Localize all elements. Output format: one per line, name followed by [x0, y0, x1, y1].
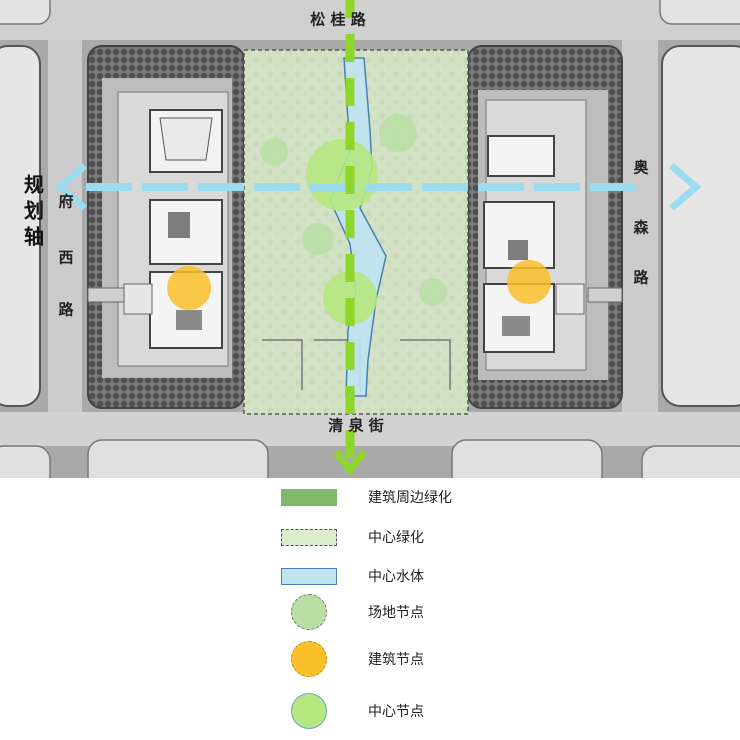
west-outer-block — [0, 45, 41, 407]
legend-label-building-greenery: 建筑周边绿化 — [368, 490, 452, 506]
legend-label-central-greenery: 中心绿化 — [368, 530, 424, 546]
north-road — [0, 0, 740, 40]
south-far-west-block — [0, 445, 51, 478]
legend-item-site-node: 场地节点 — [280, 594, 424, 630]
axis-label-2: 划 — [24, 199, 44, 223]
legend: 建筑周边绿化 中心绿化 中心水体 场地节点 建筑节点 中心节点 — [0, 478, 740, 740]
legend-item-central-water: 中心水体 — [280, 561, 424, 591]
central-greenery-swatch — [281, 528, 337, 546]
legend-label-central-node: 中心节点 — [368, 704, 424, 720]
east-road-label-2: 森 — [633, 219, 649, 237]
site-plan-map: 松 桂 路 清 泉 街 府 西 路 奥 森 路 规 划 轴 — [0, 0, 740, 478]
south-west-block — [87, 439, 269, 478]
east-road-label-1: 奥 — [633, 159, 649, 177]
building-nodes — [167, 260, 551, 310]
legend-item-building-greenery: 建筑周边绿化 — [280, 482, 452, 512]
legend-label-central-water: 中心水体 — [368, 569, 424, 585]
axis-label-1: 规 — [24, 173, 44, 197]
east-road — [622, 40, 658, 412]
east-outer-block — [661, 45, 740, 407]
planning-axis-arrow — [54, 163, 702, 211]
west-road-label-2: 西 — [58, 249, 73, 267]
legend-item-central-greenery: 中心绿化 — [280, 522, 424, 552]
south-east-block — [451, 439, 603, 478]
east-road-label-3: 路 — [633, 269, 649, 287]
east-building-block — [467, 45, 623, 409]
green-axis-arrow — [333, 0, 367, 476]
west-road-label-1: 府 — [58, 193, 73, 211]
legend-label-site-node: 场地节点 — [368, 605, 424, 621]
north-road-label: 松 桂 路 — [310, 11, 366, 29]
site-node-swatch — [291, 594, 327, 630]
legend-label-building-node: 建筑节点 — [368, 652, 424, 668]
axis-label-3: 轴 — [24, 225, 44, 249]
west-building-block — [87, 45, 245, 409]
ne-corner-block — [659, 0, 740, 25]
south-far-east-block — [641, 445, 740, 478]
west-road-label-3: 路 — [58, 301, 74, 319]
building-node-swatch — [291, 641, 327, 677]
site-nodes — [260, 114, 447, 306]
central-water-swatch — [281, 567, 337, 585]
legend-item-building-node: 建筑节点 — [280, 641, 424, 677]
legend-item-central-node: 中心节点 — [280, 693, 424, 729]
south-road-label: 清 泉 街 — [328, 417, 383, 435]
west-road — [48, 40, 82, 412]
nw-corner-block — [0, 0, 51, 25]
building-greenery-swatch — [281, 488, 337, 506]
central-node-swatch — [291, 693, 327, 729]
